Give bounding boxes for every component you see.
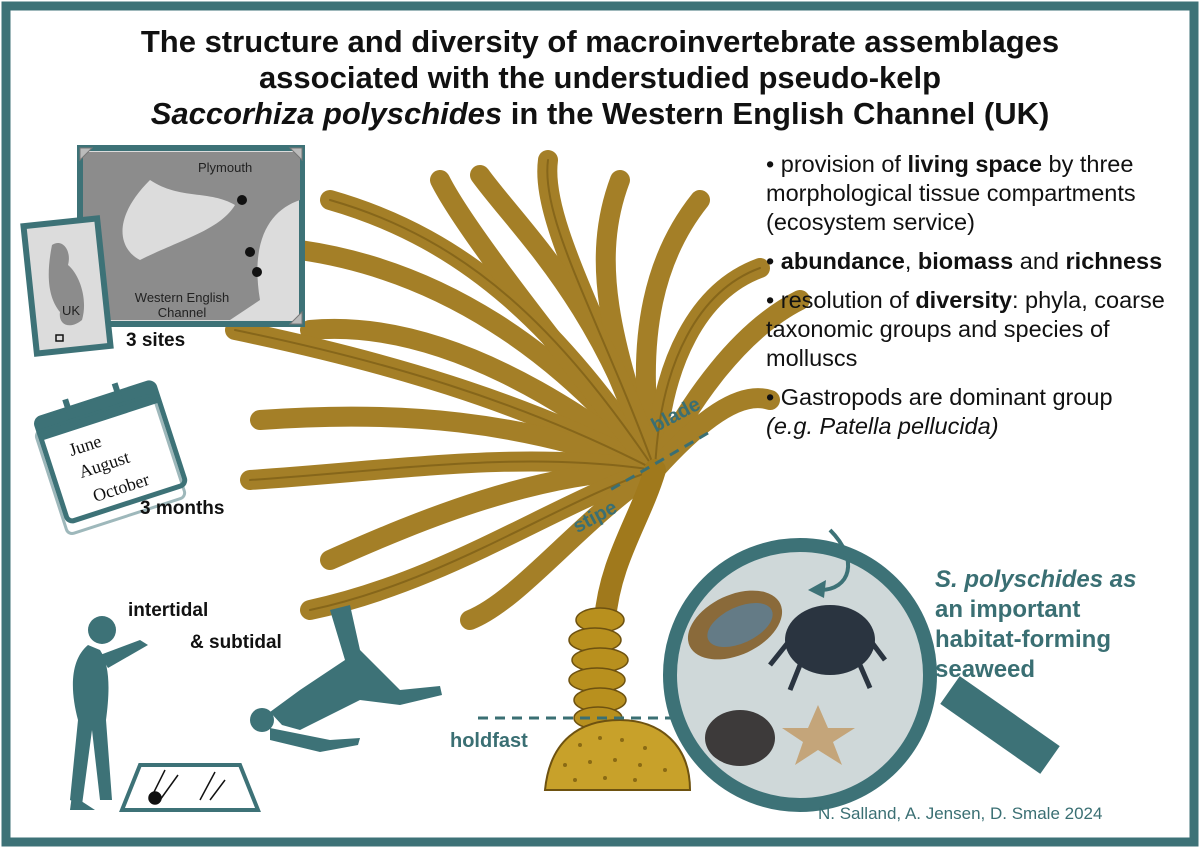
bullet-1: • provision of living space by three mor… — [766, 151, 1136, 235]
months-label: 3 months — [140, 498, 225, 519]
bullet-3: • resolution of diversity: phyla, coarse… — [766, 287, 1165, 371]
bullet-2: • abundance, biomass and richness — [766, 248, 1163, 274]
conclusion-text: S. polyschides as an important habitat-f… — [935, 566, 1137, 683]
map-country-label: UK — [62, 303, 81, 318]
person-silhouette — [70, 616, 148, 810]
survey-line-1: intertidal — [128, 600, 209, 621]
map-city-label: Plymouth — [198, 160, 253, 175]
authors-credit: N. Salland, A. Jensen, D. Smale 2024 — [818, 804, 1103, 823]
map-region-label: Western English Channel — [134, 290, 230, 320]
quadrat-icon — [119, 763, 261, 812]
title-line-2: associated with the understudied pseudo-… — [258, 60, 942, 95]
title-line-3-rest: in the Western English Channel (UK) — [502, 96, 1050, 131]
map-inset — [20, 145, 305, 357]
diver-silhouette — [250, 605, 442, 752]
magnifier-icon — [663, 538, 1060, 812]
bullet-list: • provision of living space by three mor… — [766, 150, 1186, 451]
holdfast-label: holdfast — [450, 730, 528, 752]
calendar-icon — [34, 380, 188, 536]
title-line-3: Saccorhiza polyschides in the Western En… — [0, 96, 1200, 132]
species-name: Saccorhiza polyschides — [150, 96, 503, 131]
bullet-4: • Gastropods are dominant group (e.g. Pa… — [766, 384, 1113, 439]
sites-label: 3 sites — [126, 330, 186, 351]
survey-line-2: & subtidal — [190, 632, 282, 653]
title-line-1: The structure and diversity of macroinve… — [140, 24, 1060, 59]
